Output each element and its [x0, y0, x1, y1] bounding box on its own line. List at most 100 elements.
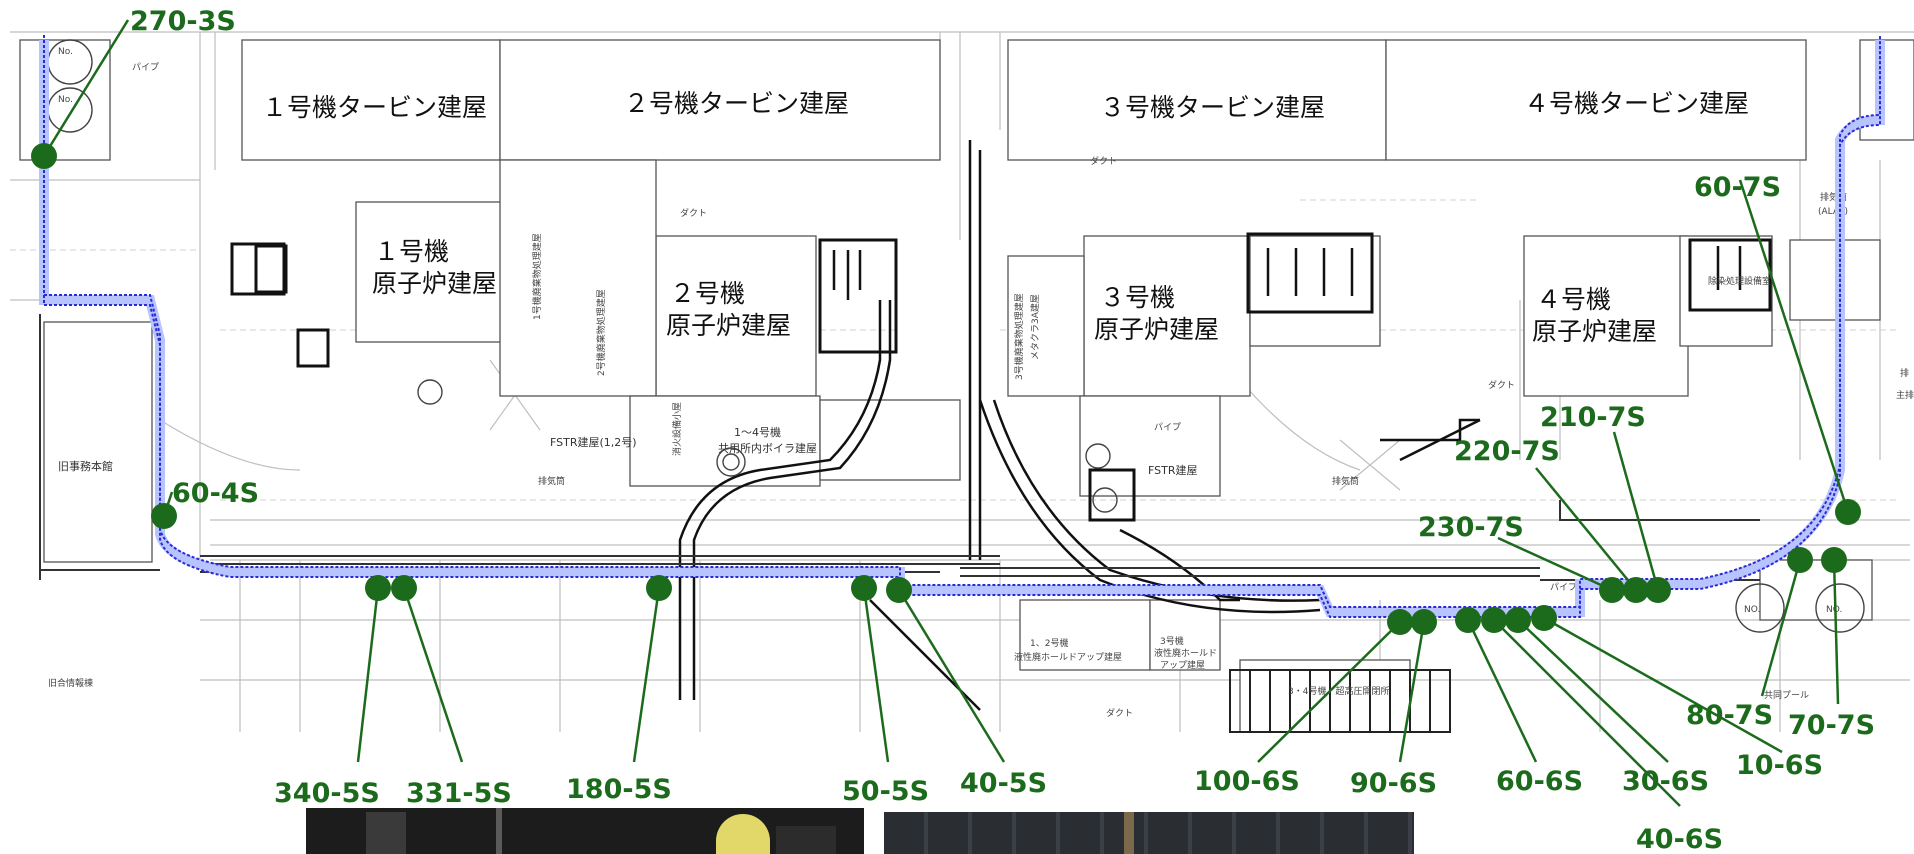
- tank-label-b: No.: [58, 95, 73, 105]
- marker-label: 70-7S: [1788, 710, 1875, 741]
- marker-leader-line: [1398, 621, 1426, 763]
- marker-leader-line: [402, 587, 464, 763]
- exhaust-stack-3-label: 排気筒: [1332, 475, 1359, 487]
- marker-dot[interactable]: [365, 575, 391, 601]
- reactor-building-3: [1083, 235, 1251, 397]
- exhaust-stack-1-label: 排気筒: [538, 475, 565, 487]
- fstr-34-label: FSTR建屋: [1148, 463, 1197, 477]
- turbine-2-label: ２号機タービン建屋: [624, 89, 849, 118]
- holdup-label-b: 液性廃ホールドアップ建屋: [1014, 651, 1122, 663]
- fire-label: 消火設備小屋: [671, 402, 683, 456]
- marker-dot[interactable]: [1821, 547, 1847, 573]
- old-office-building: [43, 321, 153, 563]
- marker-leader-line: [632, 587, 661, 763]
- marker-leader-line: [1738, 179, 1850, 513]
- marker-dot[interactable]: [31, 143, 57, 169]
- marker-60-7S: 60-7S: [1694, 172, 1861, 525]
- marker-label: 220-7S: [1454, 436, 1560, 467]
- marker-30-6S: 30-6S: [1505, 607, 1709, 797]
- marker-331-5S: 331-5S: [391, 575, 512, 809]
- old-info-label: 旧合情報棟: [48, 677, 93, 689]
- waste-2-label: 2号機廃棄物処理建屋: [595, 289, 607, 376]
- reactor-2-label-a: ２号機: [670, 279, 745, 308]
- marker-60-4S: 60-4S: [151, 478, 259, 529]
- marker-40-5S: 40-5S: [886, 577, 1047, 799]
- marker-100-6S: 100-6S: [1194, 609, 1413, 797]
- duct-label-3: ダクト: [1488, 379, 1515, 391]
- marker-230-7S: 230-7S: [1418, 512, 1625, 603]
- reactor-building-1: [355, 201, 505, 343]
- plan-labels: １号機タービン建屋 ２号機タービン建屋 ３号機タービン建屋 ４号機タービン建屋 …: [48, 47, 1914, 719]
- marker-label: 230-7S: [1418, 512, 1524, 543]
- marker-label: 60-4S: [172, 478, 259, 509]
- reactor-1-label-a: １号機: [374, 237, 449, 266]
- marker-dot[interactable]: [1411, 609, 1437, 635]
- marker-90-6S: 90-6S: [1350, 609, 1437, 799]
- turbine-1-label: １号機タービン建屋: [262, 93, 487, 122]
- marker-leader-line: [356, 587, 380, 763]
- field-photo-right: [884, 812, 1414, 854]
- marker-label: 50-5S: [842, 776, 929, 807]
- marker-dot[interactable]: [1835, 499, 1861, 525]
- marker-label: 60-7S: [1694, 172, 1781, 203]
- photo-structure: [366, 812, 406, 854]
- turbine-building-3: [1007, 39, 1387, 161]
- old-office-label: 旧事務本館: [58, 459, 113, 473]
- marker-dot[interactable]: [851, 575, 877, 601]
- marker-dot[interactable]: [1531, 605, 1557, 631]
- duct-label-1: ダクト: [1106, 707, 1133, 719]
- marker-dot[interactable]: [646, 575, 672, 601]
- marker-leader-line: [1832, 559, 1840, 705]
- photo-helmet: [716, 814, 770, 854]
- marker-dot[interactable]: [1505, 607, 1531, 633]
- boiler-label-b: 共用所内ボイラ建屋: [718, 441, 817, 455]
- marker-label: 210-7S: [1540, 402, 1646, 433]
- marker-label: 270-3S: [130, 6, 236, 37]
- marker-label: 30-6S: [1622, 766, 1709, 797]
- pool-label-a: NO.: [1744, 605, 1760, 615]
- marker-leader-line: [1497, 536, 1613, 592]
- reactor-building-4: [1523, 235, 1689, 397]
- marker-dot[interactable]: [1645, 577, 1671, 603]
- marker-label: 10-6S: [1736, 750, 1823, 781]
- reactor-2-label-b: 原子炉建屋: [666, 311, 791, 340]
- turbine-4-label: ４号機タービン建屋: [1524, 89, 1749, 118]
- marker-220-7S: 220-7S: [1454, 436, 1649, 603]
- marker-label: 340-5S: [274, 778, 380, 809]
- marker-dot[interactable]: [1599, 577, 1625, 603]
- marker-dot[interactable]: [151, 503, 177, 529]
- pipe-label-1: パイプ: [1154, 422, 1181, 433]
- fstr-12-label: FSTR建屋(1,2号): [550, 435, 637, 449]
- common-pool-label: 共同プール: [1764, 690, 1809, 701]
- marker-leader-line: [42, 19, 130, 157]
- waste-3-label: 3号機廃棄物処理建屋: [1013, 293, 1025, 380]
- marker-leader-line: [1543, 616, 1783, 754]
- marker-340-5S: 340-5S: [274, 575, 391, 809]
- marker-dot[interactable]: [1623, 577, 1649, 603]
- marker-dot[interactable]: [391, 575, 417, 601]
- route-path: [39, 35, 1885, 618]
- marker-10-6S: 10-6S: [1531, 605, 1823, 781]
- marker-dot[interactable]: [1455, 607, 1481, 633]
- marker-270-3S: 270-3S: [31, 6, 236, 169]
- marker-180-5S: 180-5S: [566, 575, 672, 805]
- marker-label: 331-5S: [406, 778, 512, 809]
- marker-60-6S: 60-6S: [1455, 607, 1583, 797]
- right-edge-label-a: 排: [1900, 367, 1909, 379]
- exhaust-alap-label-b: (ALAP): [1818, 207, 1848, 217]
- switchyard-label: 3・4号機 超高圧開閉所: [1288, 685, 1389, 697]
- turbine-building-1: [241, 39, 501, 161]
- marker-dot[interactable]: [886, 577, 912, 603]
- marker-dot[interactable]: [1387, 609, 1413, 635]
- marker-label: 180-5S: [566, 774, 672, 805]
- waste-1-label: 1号機廃棄物処理建屋: [531, 233, 543, 320]
- marker-label: 100-6S: [1194, 766, 1300, 797]
- pipe-label-2: パイプ: [132, 62, 159, 73]
- reactor-building-2: [655, 235, 817, 397]
- marker-dot[interactable]: [1481, 607, 1507, 633]
- marker-dot[interactable]: [1787, 547, 1813, 573]
- turbine-building-2: [499, 39, 941, 161]
- holdup-label-a: 1、2号機: [1030, 637, 1068, 649]
